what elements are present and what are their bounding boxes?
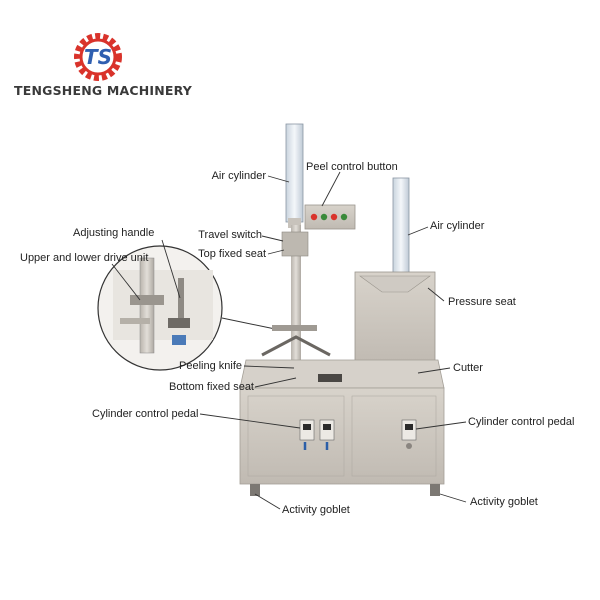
label-peeling-knife: Peeling knife bbox=[179, 360, 242, 372]
label-pressure-seat: Pressure seat bbox=[448, 296, 516, 308]
label-activity-goblet-left: Activity goblet bbox=[282, 504, 350, 516]
gear-icon bbox=[74, 33, 122, 81]
leader-lines bbox=[111, 171, 467, 510]
foot-left bbox=[250, 484, 260, 496]
label-cylinder-control-pedal-right: Cylinder control pedal bbox=[468, 416, 575, 428]
label-cutter: Cutter bbox=[453, 362, 483, 374]
right-housing bbox=[354, 271, 436, 365]
right-column-assembly bbox=[354, 177, 436, 386]
air-cylinder-left bbox=[285, 123, 304, 223]
label-top-fixed-seat: Top fixed seat bbox=[198, 248, 266, 260]
top-fixed-seat-part bbox=[281, 231, 309, 257]
label-activity-goblet-right: Activity goblet bbox=[470, 496, 538, 508]
logo-letters: TS bbox=[84, 45, 112, 69]
label-upper-lower-drive-unit: Upper and lower drive unit bbox=[20, 252, 149, 264]
base-cabinet bbox=[239, 359, 445, 496]
foot-right bbox=[430, 484, 440, 496]
brand-logo: TS bbox=[74, 33, 122, 81]
column-post bbox=[291, 225, 301, 365]
brand-name: TENGSHENG MACHINERY bbox=[14, 83, 193, 98]
detail-magnifier bbox=[97, 245, 223, 371]
air-cylinder-right bbox=[392, 177, 410, 279]
label-air-cylinder-left: Air cylinder bbox=[211, 170, 266, 182]
label-adjusting-handle: Adjusting handle bbox=[73, 227, 155, 239]
label-peel-control-button: Peel control button bbox=[306, 161, 398, 173]
label-cylinder-control-pedal-left: Cylinder control pedal bbox=[92, 408, 199, 420]
label-air-cylinder-right: Air cylinder bbox=[430, 220, 485, 232]
label-bottom-fixed-seat: Bottom fixed seat bbox=[169, 381, 254, 393]
label-travel-switch: Travel switch bbox=[198, 229, 262, 241]
left-column-assembly bbox=[261, 123, 356, 380]
magnifier-connector bbox=[221, 317, 281, 331]
